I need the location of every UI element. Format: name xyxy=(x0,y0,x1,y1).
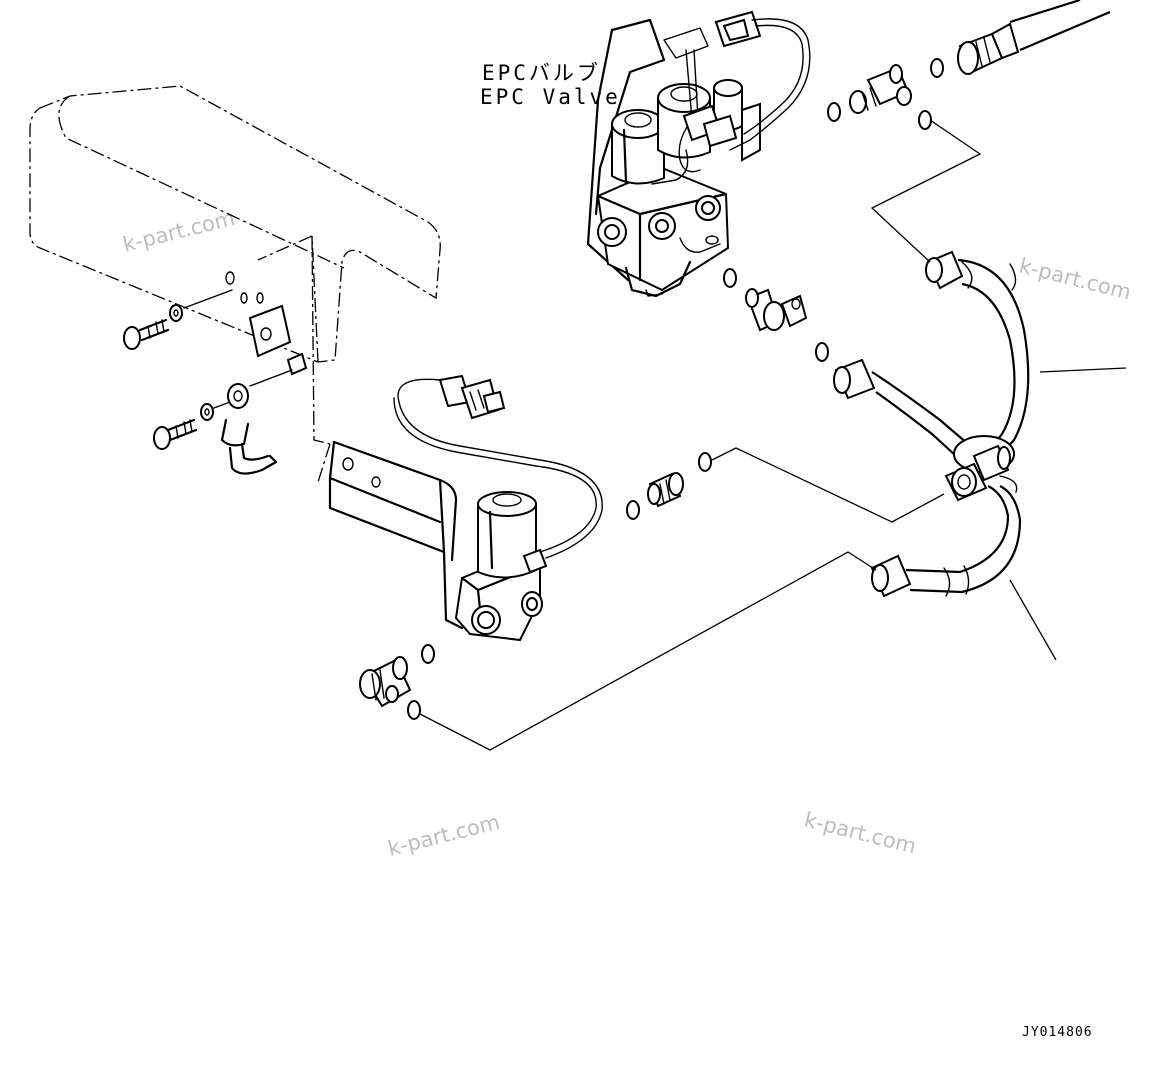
middle-fitting xyxy=(626,452,712,520)
epc-wire-harness xyxy=(651,10,811,185)
epc-valve-label-jp: EPCバルブ xyxy=(482,61,601,85)
watermark-4: k-part.com xyxy=(802,808,919,859)
watermark-1: k-part.com xyxy=(120,206,237,257)
hose-assembly-upper xyxy=(925,250,1030,459)
cab-cover-outline xyxy=(29,85,441,483)
lower-wire-harness xyxy=(393,374,603,559)
lower-fitting-elbow xyxy=(359,644,435,720)
epc-outlet-fitting-upper xyxy=(827,58,944,130)
drawing-code: JY014806 xyxy=(1022,1025,1093,1040)
lower-valve-bracket xyxy=(328,440,464,630)
epc-solenoid-left xyxy=(611,109,665,185)
supply-hose-end xyxy=(957,0,1111,75)
watermark-3: k-part.com xyxy=(385,810,502,861)
epc-outlet-fitting-lower xyxy=(723,268,829,362)
ground-terminal-block xyxy=(248,304,308,376)
watermark-2: k-part.com xyxy=(1017,254,1134,305)
washer-upper-hole xyxy=(173,309,179,317)
epc-valve-body xyxy=(596,166,730,298)
lower-solenoid-valve xyxy=(454,491,548,642)
epc-valve-label: EPCバルブ EPC Valve xyxy=(480,61,621,109)
connection-lines xyxy=(419,119,1127,751)
mounting-bolt-lower xyxy=(153,418,198,450)
hose-tee-connector xyxy=(944,435,1018,502)
epc-valve-label-en: EPC Valve xyxy=(480,85,621,109)
ground-cable xyxy=(220,383,278,475)
washer-upper xyxy=(169,304,183,322)
hose-assembly-middle xyxy=(833,358,969,457)
washer-lower xyxy=(200,403,214,421)
mounting-bolt-upper xyxy=(123,318,170,350)
hose-assembly-lower xyxy=(870,485,1022,598)
